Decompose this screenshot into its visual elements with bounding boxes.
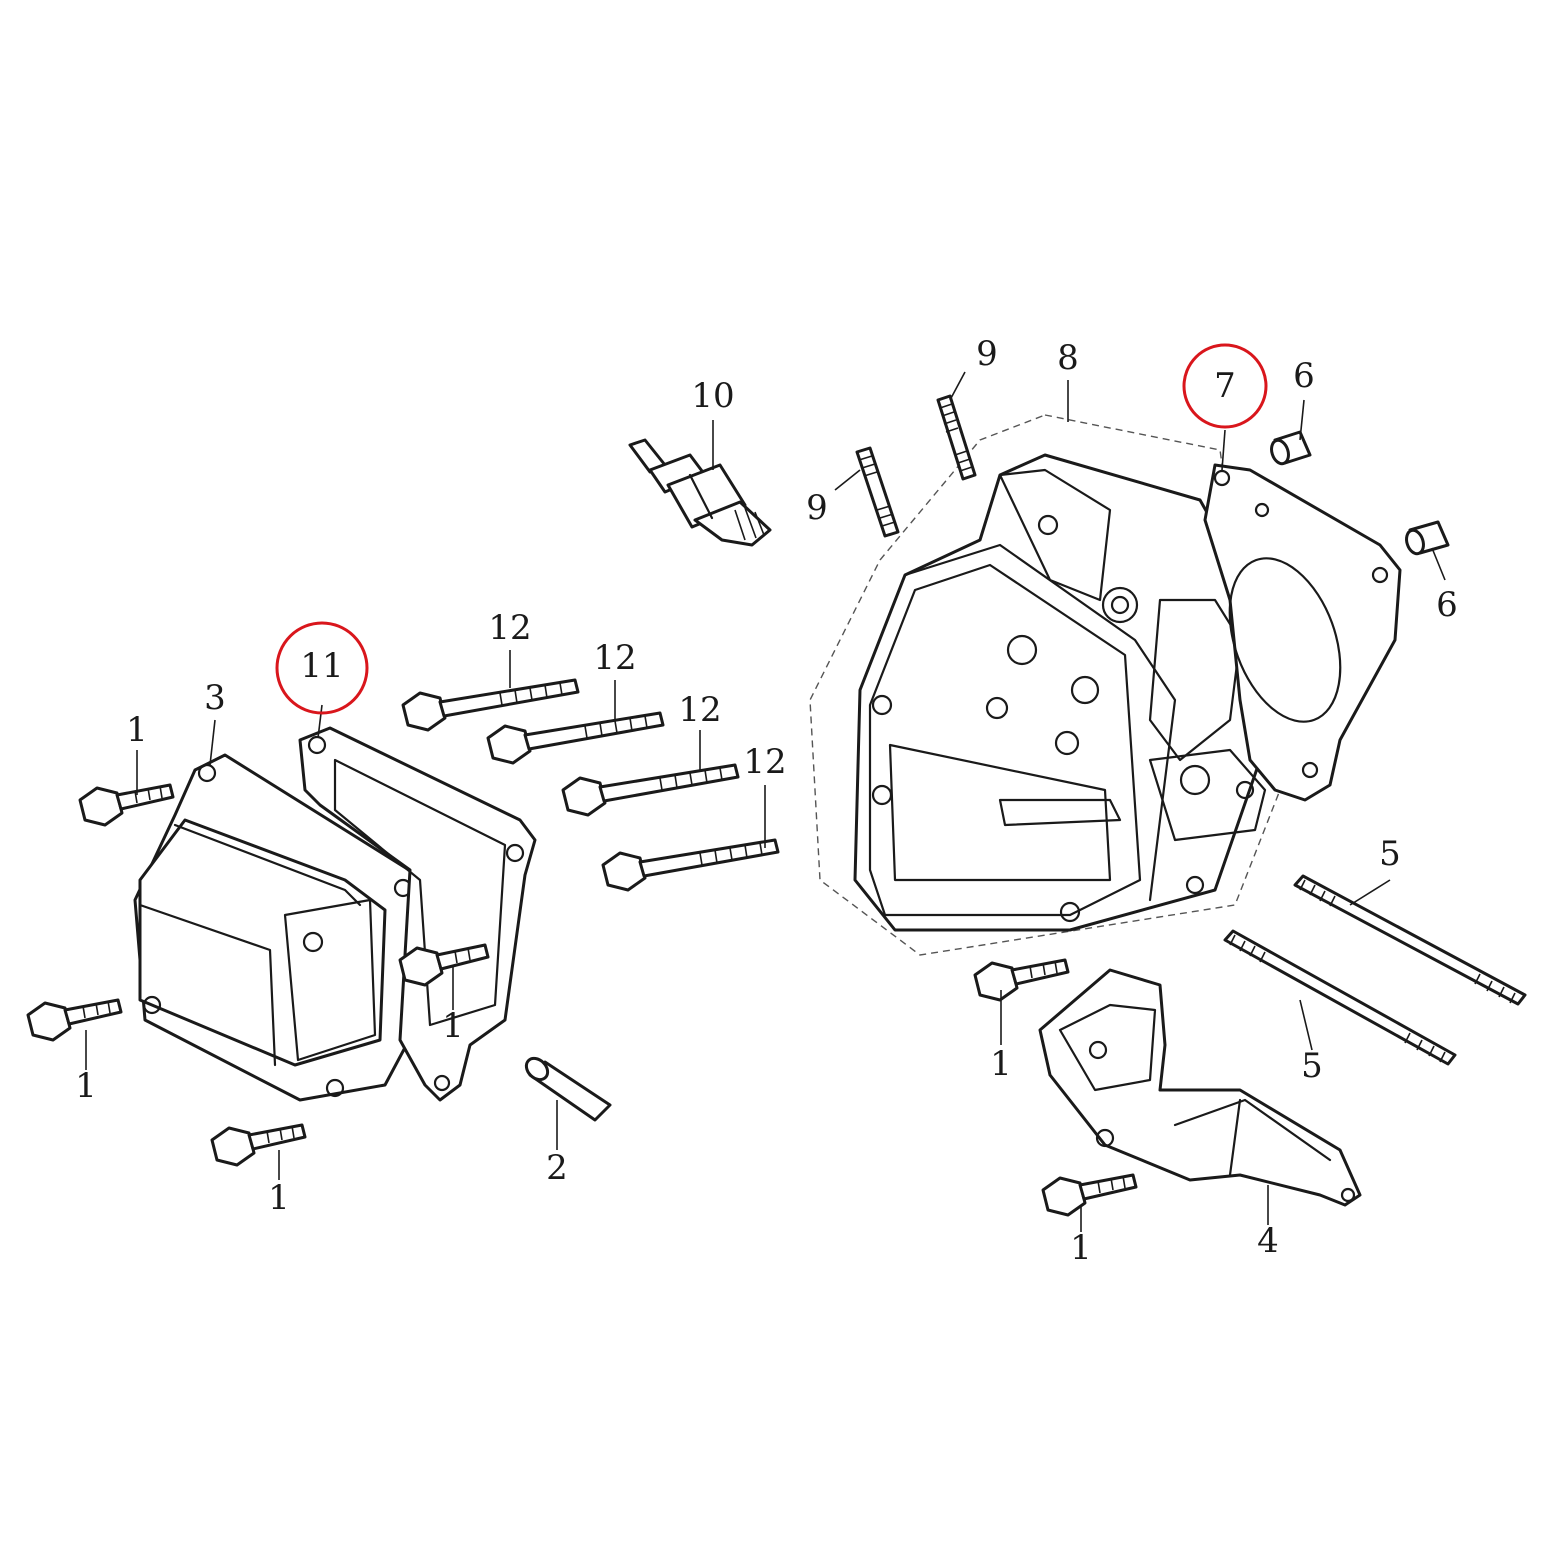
spark-plug <box>628 438 772 547</box>
short-bolt-bottom-left <box>210 1123 307 1167</box>
callout-5: 5 <box>1301 1046 1323 1086</box>
short-bolt-bracket-lower <box>1041 1173 1138 1217</box>
valve-cover-gasket <box>298 726 537 1102</box>
callout-10: 10 <box>691 376 734 416</box>
callout-1: 1 <box>126 710 148 750</box>
callout-1: 1 <box>75 1066 97 1106</box>
callout-11: 11 <box>300 646 343 686</box>
callout-1: 1 <box>268 1178 290 1218</box>
cylinder-head-dashed-outline <box>809 414 1281 956</box>
callout-1: 1 <box>1070 1228 1092 1268</box>
callout-12: 12 <box>593 638 636 678</box>
stud-bolt-lower <box>855 446 900 538</box>
callout-labels: 1 3 11 12 12 12 12 10 1 1 1 2 9 9 8 7 6 … <box>75 334 1458 1268</box>
callout-1: 1 <box>442 1006 464 1046</box>
callout-8: 8 <box>1057 338 1079 378</box>
callout-9: 9 <box>976 334 998 374</box>
callout-12: 12 <box>678 690 721 730</box>
short-bolt-lower-left <box>26 998 123 1042</box>
dowel-pin-right <box>1405 520 1450 556</box>
short-bolt-center <box>398 943 490 987</box>
stud-bolt-upper <box>936 394 977 481</box>
short-bolt-upper-left <box>78 783 175 827</box>
short-bolt-bracket-upper <box>973 958 1070 1002</box>
guide-pin <box>524 1056 612 1122</box>
callout-7: 7 <box>1214 366 1236 406</box>
callout-12: 12 <box>488 608 531 648</box>
long-bolt-4 <box>601 838 780 892</box>
head-gasket <box>1203 463 1402 802</box>
cylinder-head <box>853 453 1267 932</box>
callout-3: 3 <box>204 678 226 718</box>
dowel-pin-top <box>1270 430 1312 466</box>
long-stud-lower <box>1223 929 1457 1066</box>
long-bolt-1 <box>401 678 580 732</box>
callout-6: 6 <box>1436 585 1458 625</box>
callout-5: 5 <box>1379 834 1401 874</box>
callout-9: 9 <box>806 488 828 528</box>
callout-12: 12 <box>743 742 786 782</box>
leader-lines <box>85 371 1446 1232</box>
callout-6: 6 <box>1293 356 1315 396</box>
callout-2: 2 <box>546 1148 568 1188</box>
long-bolt-3 <box>561 763 740 817</box>
highlight-ring-part-11 <box>275 621 369 715</box>
valve-cover <box>133 753 427 1102</box>
long-bolt-2 <box>486 711 665 765</box>
callout-4: 4 <box>1257 1221 1279 1261</box>
long-stud-upper <box>1293 874 1527 1006</box>
callout-1: 1 <box>990 1044 1012 1084</box>
mounting-bracket <box>1038 968 1362 1207</box>
highlight-ring-part-7 <box>1182 343 1268 429</box>
